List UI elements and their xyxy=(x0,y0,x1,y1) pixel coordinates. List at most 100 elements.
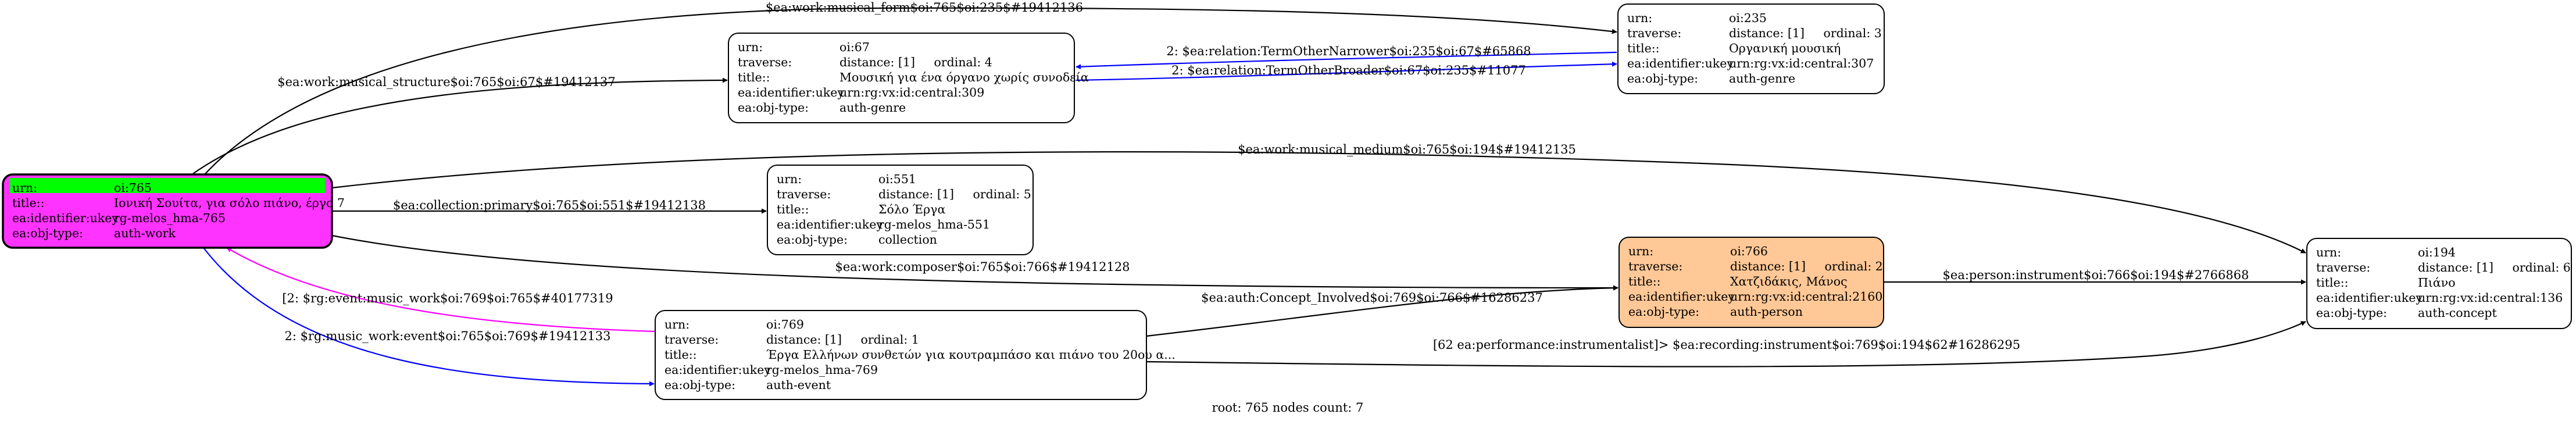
node-field-value: rg-melos_hma-551 xyxy=(878,217,990,231)
node-oi766[interactable]: urn: oi:766 traverse: distance: [1] ordinal… xyxy=(1619,237,1884,328)
node-field-key: ea:obj-type: xyxy=(738,101,809,115)
node-field-value: urn:rg:vx:id:central:2160 xyxy=(1730,290,1882,304)
node-field-value: distance: [1] ordinal: 2 xyxy=(1730,259,1883,273)
node-field-key: ea:obj-type: xyxy=(1628,305,1699,319)
node-field-value: auth-work xyxy=(114,226,176,240)
edge-labels-layer: $ea:work:musical_form$oi:765$oi:235$#194… xyxy=(277,1,2249,352)
node-field-key: urn: xyxy=(777,172,802,186)
node-box xyxy=(1619,237,1884,328)
node-field-key: urn: xyxy=(1627,11,1652,25)
node-field-key: ea:identifier:ukey xyxy=(664,363,771,377)
node-field-value: auth-event xyxy=(766,378,831,392)
node-field-key: title:: xyxy=(738,70,770,84)
edge-oi769-to-oi766 xyxy=(1146,285,1619,337)
node-oi235[interactable]: urn: oi:235 traverse: distance: [1] ordinal… xyxy=(1617,3,1885,94)
edge-label: $ea:collection:primary$oi:765$oi:551$#19… xyxy=(393,198,706,212)
node-field-value: oi:765 xyxy=(114,181,152,195)
node-field-key: ea:identifier:ukey xyxy=(1627,56,1734,70)
node-field-value: auth-genre xyxy=(839,101,906,115)
node-field-value: Μουσική για ένα όργανο χωρίς συνοδεία xyxy=(839,70,1089,84)
node-field-key: ea:obj-type: xyxy=(1627,72,1698,85)
node-box xyxy=(767,165,1034,255)
edge-oi67-to-oi235 xyxy=(1076,61,1617,81)
node-field-key: title:: xyxy=(1628,274,1661,288)
node-field-key: ea:identifier:ukey xyxy=(12,211,119,225)
node-field-value: distance: [1] ordinal: 3 xyxy=(1729,26,1882,40)
node-field-value: auth-person xyxy=(1730,305,1803,319)
edge-oi765-to-oi235 xyxy=(204,7,1617,175)
node-field-value: rg-melos_hma-769 xyxy=(766,363,878,377)
edge-label: $ea:work:musical_form$oi:765$oi:235$#194… xyxy=(766,1,1083,15)
node-field-value: Πιάνο xyxy=(2418,276,2456,290)
node-field-key: ea:identifier:ukey xyxy=(738,85,844,99)
edge-label: $ea:work:musical_structure$oi:765$oi:67$… xyxy=(277,75,615,89)
node-field-value: Έργα Ελλήνων συνθετών για κουτραμπάσο κα… xyxy=(766,348,1176,362)
node-field-key: title:: xyxy=(1627,41,1660,55)
node-field-key: ea:obj-type: xyxy=(12,226,83,240)
node-field-value: distance: [1] ordinal: 6 xyxy=(2418,261,2571,274)
node-field-value: distance: [1] ordinal: 4 xyxy=(839,55,992,69)
edge-label: 2: $ea:relation:TermOtherNarrower$oi:235… xyxy=(1166,44,1531,58)
node-field-value: distance: [1] ordinal: 5 xyxy=(878,187,1031,201)
node-field-key: urn: xyxy=(2316,245,2341,259)
node-field-key: title:: xyxy=(664,348,697,362)
node-field-value: oi:67 xyxy=(839,40,870,54)
edge-oi765-to-oi67 xyxy=(191,77,728,175)
node-box xyxy=(1617,3,1885,94)
edge-label: $ea:work:composer$oi:765$oi:766$#1941212… xyxy=(835,260,1130,274)
node-oi769[interactable]: urn: oi:769 traverse: distance: [1] ordinal… xyxy=(655,310,1176,400)
node-box xyxy=(2306,238,2572,329)
node-field-key: title:: xyxy=(2316,276,2349,290)
edge-label: $ea:person:instrument$oi:766$oi:194$#276… xyxy=(1943,268,2249,282)
node-field-key: title:: xyxy=(12,196,45,210)
node-field-value: oi:769 xyxy=(766,317,804,331)
edge-label: $ea:work:musical_medium$oi:765$oi:194$#1… xyxy=(1238,142,1576,156)
graph-footer: root: 765 nodes count: 7 xyxy=(1212,401,1364,415)
node-box xyxy=(655,310,1147,400)
node-field-key: ea:obj-type: xyxy=(2316,306,2387,320)
node-field-key: ea:obj-type: xyxy=(664,378,735,392)
node-field-key: traverse: xyxy=(738,55,792,69)
node-field-value: Οργανική μουσική xyxy=(1729,41,1841,55)
edge-label: 2: $rg:music_work:event$oi:765$oi:769$#1… xyxy=(285,329,611,343)
node-field-key: urn: xyxy=(12,181,37,195)
node-field-value: Ιονική Σουίτα, για σόλο πιάνο, έργο 7 xyxy=(114,196,345,210)
node-field-key: urn: xyxy=(1628,244,1653,258)
node-field-key: urn: xyxy=(738,40,763,54)
root-highlight-row xyxy=(10,178,325,193)
edge-oi765-to-oi766 xyxy=(331,234,1619,291)
edge-oi235-to-oi67 xyxy=(1076,51,1617,70)
node-field-key: ea:identifier:ukey xyxy=(2316,291,2423,305)
node-field-key: traverse: xyxy=(1628,259,1682,273)
node-field-value: distance: [1] ordinal: 1 xyxy=(766,333,919,347)
edge-oi765-to-oi769 xyxy=(203,247,655,387)
node-field-value: auth-genre xyxy=(1729,72,1795,85)
node-field-value: rg-melos_hma-765 xyxy=(114,211,226,225)
node-field-value: collection xyxy=(878,233,937,247)
node-field-key: title:: xyxy=(777,202,809,216)
node-field-value: oi:766 xyxy=(1730,244,1768,258)
node-field-key: traverse: xyxy=(664,333,719,347)
edge-label: [62 ea:performance:instrumentalist]> $ea… xyxy=(1433,338,2020,352)
node-field-key: traverse: xyxy=(1627,26,1681,40)
node-field-value: urn:rg:vx:id:central:136 xyxy=(2418,291,2563,305)
edge-label: [2: $rg:event:music_work$oi:769$oi:765$#… xyxy=(282,291,613,305)
edges-layer xyxy=(191,7,2306,387)
node-field-value: oi:194 xyxy=(2418,245,2456,259)
edge-label: 2: $ea:relation:TermOtherBroader$oi:67$o… xyxy=(1171,63,1526,77)
node-box xyxy=(728,33,1075,123)
node-field-value: urn:rg:vx:id:central:309 xyxy=(839,85,984,99)
node-oi67[interactable]: urn: oi:67 traverse: distance: [1] ordinal:… xyxy=(728,33,1089,123)
node-field-value: urn:rg:vx:id:central:307 xyxy=(1729,56,1874,70)
node-field-key: urn: xyxy=(664,317,689,331)
node-field-key: ea:obj-type: xyxy=(777,233,848,247)
node-field-key: ea:identifier:ukey xyxy=(1628,290,1735,304)
node-field-key: ea:identifier:ukey xyxy=(777,217,883,231)
node-field-value: Χατζιδάκις, Μάνος xyxy=(1730,274,1848,288)
edge-oi769-to-oi765 xyxy=(226,247,656,333)
node-field-value: oi:235 xyxy=(1729,11,1767,25)
